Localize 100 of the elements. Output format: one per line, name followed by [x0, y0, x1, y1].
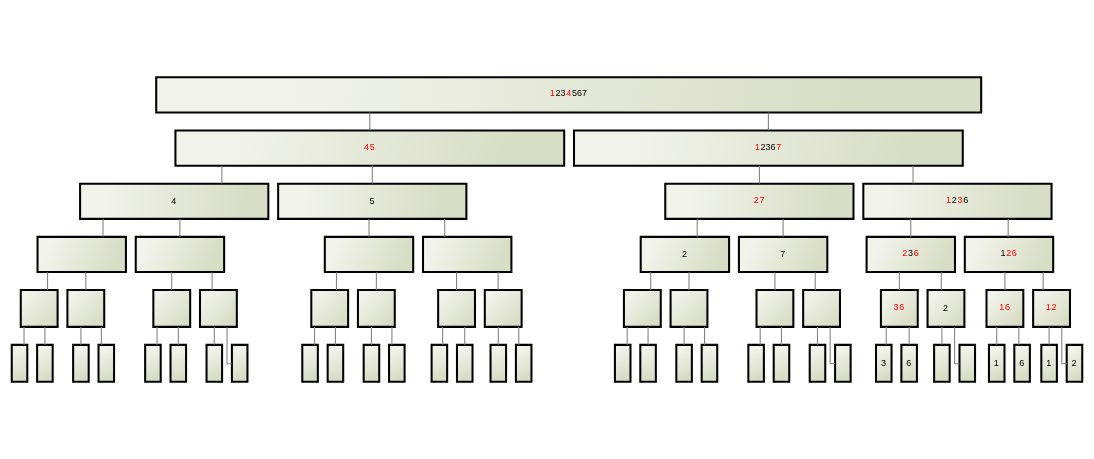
node-box [437, 289, 476, 328]
connector [100, 326, 102, 346]
node-box [747, 343, 765, 383]
connector [497, 271, 499, 291]
node-box [639, 343, 657, 383]
node-box [72, 343, 90, 383]
connector [696, 218, 698, 238]
connector [829, 326, 836, 365]
connector [1018, 326, 1020, 346]
connector [370, 326, 372, 346]
node-box [36, 343, 54, 383]
node-box: 1 [1040, 343, 1058, 383]
node-box: 2 [639, 235, 731, 274]
node-box [362, 343, 381, 383]
node-box [430, 343, 449, 383]
node-box: 7 [737, 235, 829, 274]
node-box: 236 [865, 235, 956, 274]
node-box [622, 289, 662, 328]
connector [102, 218, 104, 238]
connector [179, 218, 181, 238]
connector [464, 326, 466, 346]
connector [1048, 326, 1050, 346]
node-box [144, 343, 162, 383]
node-box [808, 343, 827, 383]
node-box [483, 289, 523, 328]
node-box [755, 289, 795, 328]
node-box [675, 343, 693, 383]
node-box [97, 343, 116, 383]
connector [47, 271, 49, 291]
connector [774, 271, 776, 291]
connector [954, 326, 960, 365]
connector [497, 326, 499, 346]
connector [1004, 271, 1006, 291]
node-box: 12 [1032, 289, 1071, 328]
node-box [134, 235, 226, 274]
connector [314, 326, 316, 346]
node-box: 1234567 [155, 76, 983, 114]
connector [171, 271, 173, 291]
node-box: 126 [963, 235, 1055, 274]
connector [44, 326, 46, 346]
node-box [356, 289, 396, 328]
node-box [230, 343, 249, 383]
connector [1061, 326, 1068, 365]
node-box [19, 289, 59, 328]
connector [782, 218, 784, 238]
connector [221, 165, 223, 184]
connector [211, 271, 213, 291]
node-box [66, 289, 106, 328]
node-box [388, 343, 406, 383]
connector [647, 326, 649, 346]
node-box [958, 343, 977, 383]
node-box [669, 289, 709, 328]
connector [704, 326, 706, 346]
node-box [152, 289, 192, 328]
connector [941, 326, 943, 346]
node-box: 6 [1013, 343, 1031, 383]
connector [688, 271, 690, 291]
connector [335, 271, 337, 291]
node-box [326, 343, 345, 383]
connector [375, 271, 377, 291]
node-box: 2 [926, 289, 966, 328]
connector [816, 326, 818, 346]
connector [368, 218, 370, 238]
node-box [514, 343, 533, 383]
node-box: 6 [900, 343, 918, 383]
connector [442, 326, 444, 346]
connector [683, 326, 685, 346]
node-box [198, 289, 238, 328]
node-box: 1236 [862, 182, 1053, 220]
node-box [301, 343, 319, 383]
connector [759, 326, 761, 346]
node-box [10, 343, 29, 383]
node-box [169, 343, 188, 383]
node-box: 4 [79, 182, 270, 220]
connector [456, 271, 458, 291]
connector [885, 326, 887, 346]
connector [1042, 271, 1044, 291]
node-box: 36 [879, 289, 919, 328]
node-box [834, 343, 852, 383]
node-box [933, 343, 951, 383]
node-box [205, 343, 224, 383]
connector [518, 326, 520, 346]
node-box: 5 [277, 182, 468, 220]
node-box [772, 343, 791, 383]
connector [177, 326, 179, 346]
node-box [422, 235, 513, 274]
connector [444, 218, 446, 238]
node-box: 2 [1065, 343, 1084, 383]
node-box: 27 [664, 182, 855, 220]
connector [626, 326, 628, 346]
connector [898, 271, 900, 291]
connector [912, 165, 914, 184]
node-box [613, 343, 632, 383]
connector [650, 271, 652, 291]
connector [80, 326, 82, 346]
connector [814, 271, 816, 291]
node-box [700, 343, 719, 383]
connector [908, 326, 910, 346]
node-box: 1 [987, 343, 1006, 383]
node-box [323, 235, 415, 274]
